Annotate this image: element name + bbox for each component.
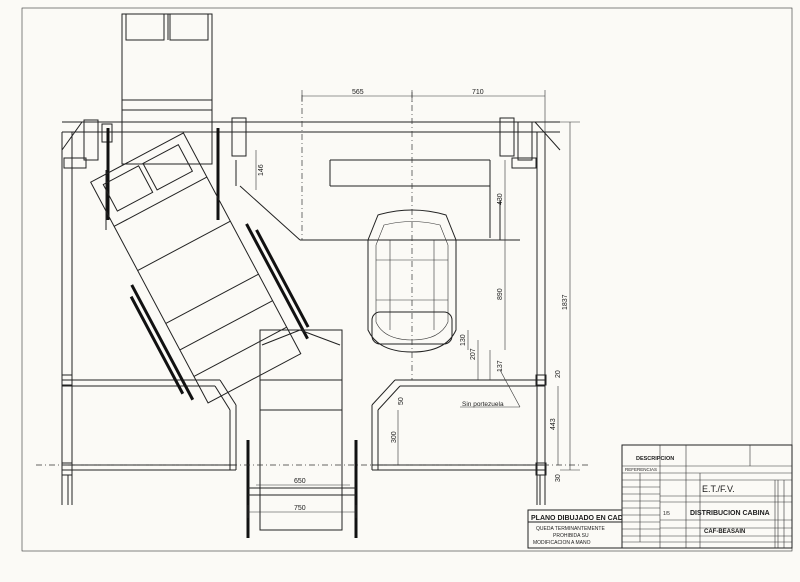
dim-20: 20: [555, 370, 562, 378]
dim-300: 300: [391, 431, 398, 443]
dim-207: 207: [470, 348, 477, 360]
dim-30: 30: [555, 474, 562, 482]
dim-565: 565: [352, 89, 364, 96]
dim-430: 430: [497, 193, 504, 205]
cab-outline: [61, 117, 561, 505]
center-lines: [36, 92, 590, 466]
dim-146: 146: [258, 164, 265, 176]
title-block-title: DISTRIBUCION CABINA: [690, 510, 770, 517]
seat-upper-left: [106, 13, 220, 220]
seat-lower: [246, 329, 358, 538]
cad-stamp: PLANO DIBUJADO EN CAD QUEDA TERMINANTEME…: [527, 509, 623, 549]
title-block: DESCRIPCION REFERENCIAS E.T./F.V. DISTRI…: [621, 444, 793, 549]
stamp-line3: PROHIBIDA SU: [553, 533, 589, 539]
dim-443: 443: [550, 418, 557, 430]
title-block-project: E.T./F.V.: [702, 484, 735, 494]
dim-130: 130: [460, 334, 467, 346]
dim-137: 137: [497, 360, 504, 372]
stamp-line2: QUEDA TERMINANTEMENTE: [536, 526, 605, 532]
dim-1837: 1837: [562, 294, 569, 310]
dim-650: 650: [294, 478, 306, 485]
sin-portezuela-label: Sin portezuela: [462, 401, 504, 408]
stamp-line1: PLANO DIBUJADO EN CAD: [531, 515, 623, 522]
dim-890: 890: [497, 288, 504, 300]
title-block-descripcion: DESCRIPCION: [636, 456, 674, 462]
title-block-scale: 1/5: [663, 511, 670, 517]
title-block-referencias: REFERENCIAS: [625, 467, 657, 472]
dimension-labels: 565 710 146 430 890 1837 130 207 137 20 …: [258, 89, 569, 512]
dimension-lines: [247, 90, 580, 518]
stamp-line4: MODIFICACION A MANO: [533, 540, 591, 546]
seat-rotated: [90, 132, 310, 404]
dim-50: 50: [398, 397, 405, 405]
title-block-company: CAF-BEASAIN: [704, 529, 745, 535]
dim-710: 710: [472, 89, 484, 96]
sheet-border: [21, 7, 793, 552]
dim-750: 750: [294, 505, 306, 512]
